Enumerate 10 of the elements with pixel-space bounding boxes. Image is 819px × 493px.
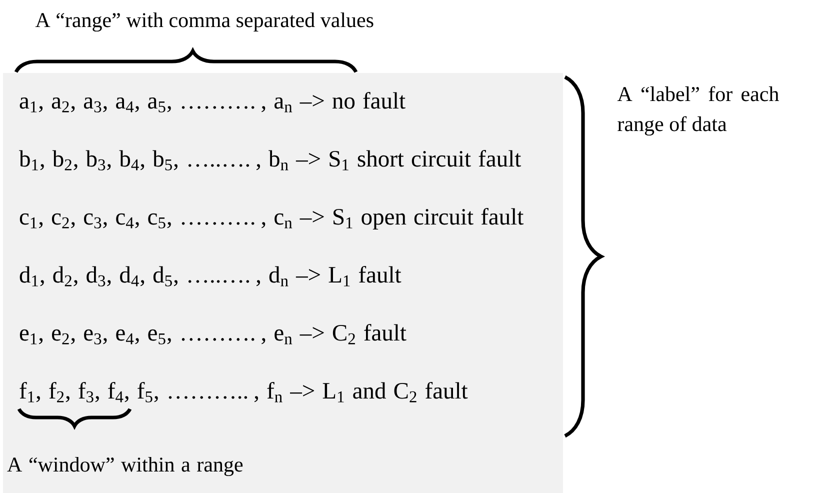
data-panel: [3, 73, 563, 493]
data-row: b$_{1}$, b$_{2}$, b$_{3}$, b$_{4}$, b$_{5}$, …..…. , b$_{n}$ –> S$_{1}$ short circuit fault: [19, 150, 522, 170]
data-row: a$_{1}$, a$_{2}$, a$_{3}$, a$_{4}$, a$_{5}$, ………. , a$_{n}$ –> no fault: [20, 92, 406, 112]
data-row: f$_{1}$, f$_{2}$, f$_{3}$, f$_{4}$, f$_{5}$, ……….. , f$_{n}$ –> L$_{1}$ and C$_{2}$ fault: [20, 382, 468, 402]
annotation-text: A “window” within a range: [7, 456, 243, 476]
annotation-text: A “range” with comma separated values: [35, 12, 374, 32]
annotation-text: A “label” for each range of data: [617, 86, 779, 136]
data-row: d$_{1}$, d$_{2}$, d$_{3}$, d$_{4}$, d$_{5}$, …..…. , d$_{n}$ –> L$_{1}$ fault: [20, 266, 402, 286]
data-row: e$_{1}$, e$_{2}$, e$_{3}$, e$_{4}$, e$_{5}$, ………. , e$_{n}$ –> C$_{2}$ fault: [20, 324, 406, 344]
data-row: c$_{1}$, c$_{2}$, c$_{3}$, c$_{4}$, c$_{5}$, ………. , c$_{n}$ –> S$_{1}$ open circuit fault: [20, 208, 524, 230]
